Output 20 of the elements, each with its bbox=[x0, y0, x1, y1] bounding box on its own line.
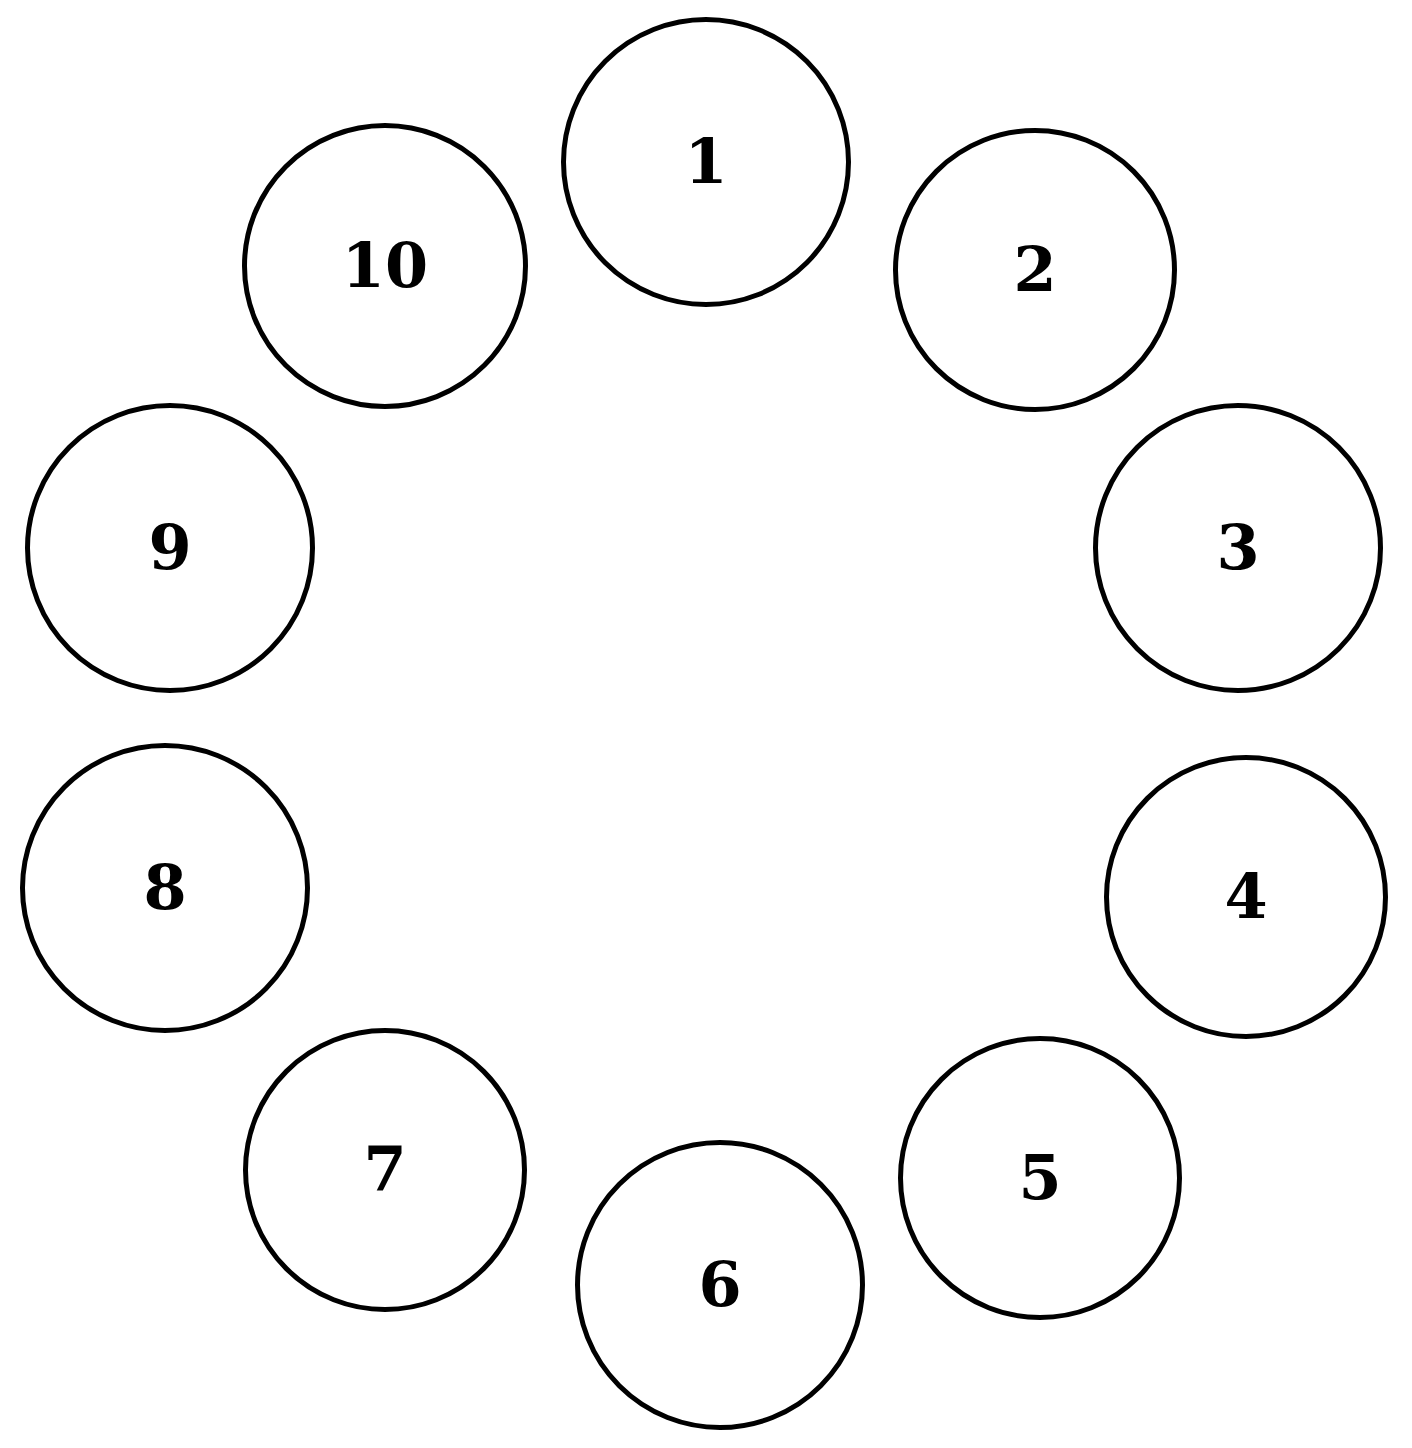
circle-number: 4 bbox=[1224, 866, 1268, 928]
numbered-circle bbox=[893, 128, 1177, 412]
numbered-circle bbox=[561, 17, 851, 307]
numbered-circle bbox=[575, 1140, 865, 1430]
circle-number: 6 bbox=[698, 1254, 742, 1316]
circle-number: 7 bbox=[363, 1139, 407, 1201]
circle-number: 9 bbox=[148, 517, 192, 579]
circle-number: 3 bbox=[1216, 517, 1260, 579]
circle-number: 2 bbox=[1013, 239, 1057, 301]
circle-number: 10 bbox=[341, 235, 429, 297]
circle-number: 5 bbox=[1018, 1147, 1062, 1209]
numbered-circle bbox=[242, 123, 528, 409]
circle-number: 1 bbox=[684, 131, 728, 193]
numbered-circle bbox=[25, 403, 315, 693]
numbered-circle bbox=[243, 1028, 527, 1312]
numbered-circle bbox=[1104, 755, 1388, 1039]
circle-number: 8 bbox=[143, 857, 187, 919]
numbered-circle bbox=[1093, 403, 1383, 693]
numbered-circle bbox=[898, 1036, 1182, 1320]
numbered-circle bbox=[20, 743, 310, 1033]
